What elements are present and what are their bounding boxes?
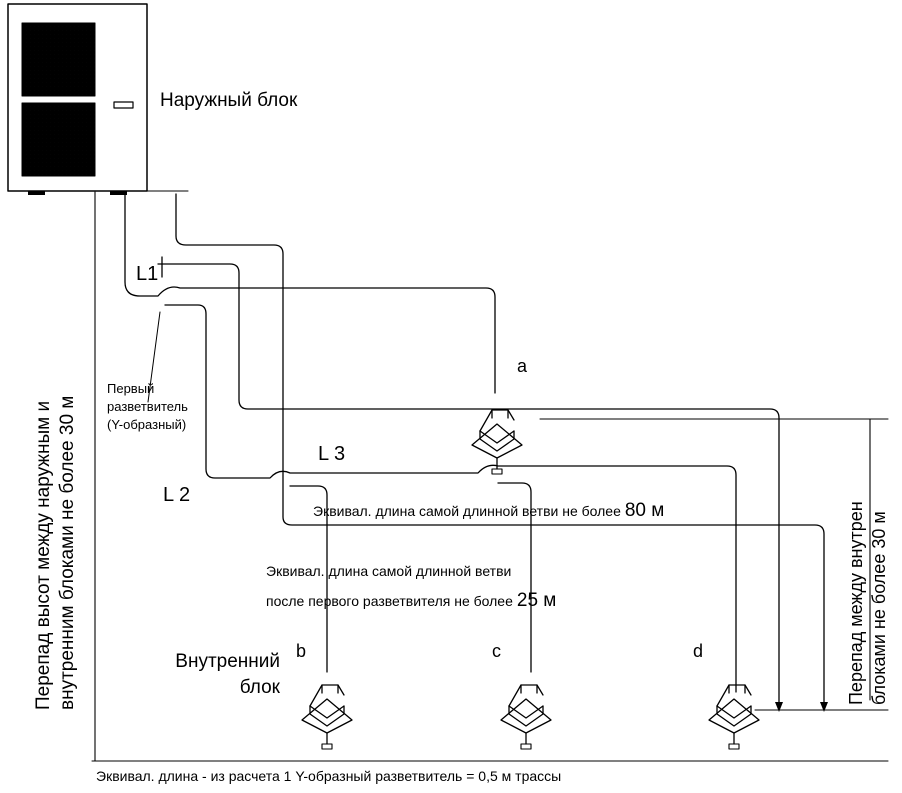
first-branch-label: Первый разветвитель (Y-образный) [107, 381, 188, 433]
height-diff-indoor-line-2: блоками не более 30 м [868, 511, 889, 705]
indoor-unit-b [301, 684, 353, 750]
longest-branch-value: 80 м [624, 500, 665, 521]
indoor-unit-a [471, 409, 523, 475]
longest-pipe-to-d [175, 193, 825, 709]
footer-note: Эквивал. длина - из расчета 1 Y-образный… [96, 768, 562, 784]
longest-branch-note: Эквивал. длина самой длинной ветви не бо… [313, 500, 664, 522]
height-diff-outdoor-indoor: Перепад высот между наружным и внутренни… [33, 396, 79, 710]
reference-lines [91, 190, 889, 762]
unit-letter-b: b [296, 641, 307, 661]
first-branch-line-1: Первый [107, 381, 155, 396]
branch-label-l1: L1 [136, 263, 159, 285]
unit-letter-a: a [517, 356, 528, 376]
indoor-unit-label-line-1: Внутренний [175, 651, 280, 672]
pipe-after-first-branch [157, 263, 780, 709]
height-diff-indoor-line-1: Перепад между внутрен [846, 501, 866, 705]
after-branch-note-value: 25 м [516, 590, 557, 611]
height-diff-indoor: Перепад между внутрен блоками не более 3… [846, 501, 889, 705]
dimension-arrows [775, 702, 828, 712]
first-branch-line-2: разветвитель [107, 398, 188, 414]
indoor-unit-label: Внутренний блок [152, 651, 280, 699]
height-diff-outdoor-line-1: Перепад высот между наружным и [33, 400, 54, 710]
unit-letter-c: c [492, 641, 501, 661]
after-branch-note-line-2-row: после первого разветвителя не более 25 м [266, 590, 556, 612]
main-pipe-to-a [124, 193, 496, 394]
pipe-to-indoor-units [164, 304, 737, 693]
after-branch-note-line-2: после первого разветвителя не более [266, 593, 513, 609]
indoor-unit-label-line-2: блок [239, 676, 280, 698]
branch-label-l3: L 3 [318, 443, 346, 465]
first-branch-line-3: (Y-образный) [107, 416, 187, 432]
indoor-unit-d [708, 684, 760, 750]
branch-label-l2: L 2 [163, 484, 191, 506]
outdoor-unit-label: Наружный блок [160, 90, 298, 111]
after-branch-note-line-1: Эквивал. длина самой длинной ветви [266, 563, 512, 579]
piping-routes [124, 193, 825, 709]
unit-letter-d: d [693, 641, 704, 661]
indoor-unit-c [500, 684, 552, 750]
height-diff-outdoor-line-2: внутренним блоками не более 30 м [56, 395, 78, 710]
pipe-to-c [497, 482, 532, 673]
outdoor-unit [7, 3, 148, 195]
pipe-to-b [289, 485, 328, 673]
first-branch-leader [147, 311, 161, 403]
longest-branch-text: Эквивал. длина самой длинной ветви не бо… [313, 503, 621, 519]
